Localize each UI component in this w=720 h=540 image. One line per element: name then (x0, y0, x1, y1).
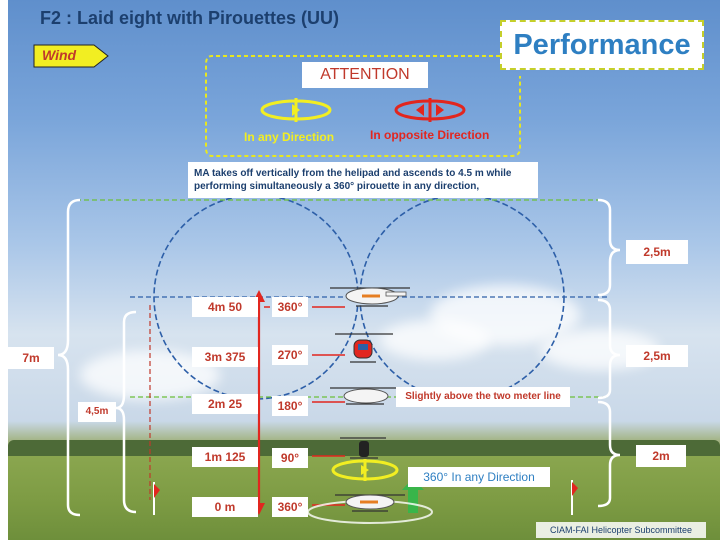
opposite-direction-symbol (396, 98, 464, 122)
angle-box: 270° (272, 345, 308, 365)
bottom-pirouette-label: 360° In any Direction (408, 467, 550, 487)
helicopter-rear-icon (340, 438, 386, 458)
total-height-label: 7m (8, 347, 54, 369)
flag-right (572, 480, 578, 515)
performance-banner: Performance (500, 20, 704, 70)
height-box: 1m 125 (192, 447, 258, 467)
footer-credit: CIAM-FAI Helicopter Subcommittee (536, 522, 706, 538)
wind-label: Wind (42, 47, 76, 63)
top-gap-label: 2,5m (626, 240, 688, 264)
bottom-gap-label: 2m (636, 445, 686, 467)
attention-label: ATTENTION (302, 62, 428, 88)
height-box: 0 m (192, 497, 258, 517)
any-direction-symbol (262, 98, 330, 122)
angle-box: 360° (272, 297, 308, 317)
height-box: 3m 375 (192, 347, 258, 367)
height-box: 4m 50 (192, 297, 258, 317)
any-direction-label: In any Direction (244, 130, 334, 144)
flag-left (154, 482, 160, 515)
two-meter-note: Slightly above the two meter line (396, 387, 570, 407)
angle-box: 180° (272, 396, 308, 416)
angle-box: 90° (272, 448, 308, 468)
bottom-pirouette-symbol (333, 459, 397, 481)
opposite-direction-label: In opposite Direction (370, 128, 489, 142)
takeoff-instruction: MA takes off vertically from the helipad… (188, 162, 538, 198)
height-box: 2m 25 (192, 394, 258, 414)
middle-gap-label: 2,5m (626, 345, 688, 367)
helicopter-ground-icon (335, 495, 405, 511)
angle-box: 360° (272, 497, 308, 517)
page-title: F2 : Laid eight with Pirouettes (UU) (40, 8, 339, 29)
helicopter-front-icon (335, 334, 393, 362)
mid-height-label: 4,5m (78, 402, 116, 422)
